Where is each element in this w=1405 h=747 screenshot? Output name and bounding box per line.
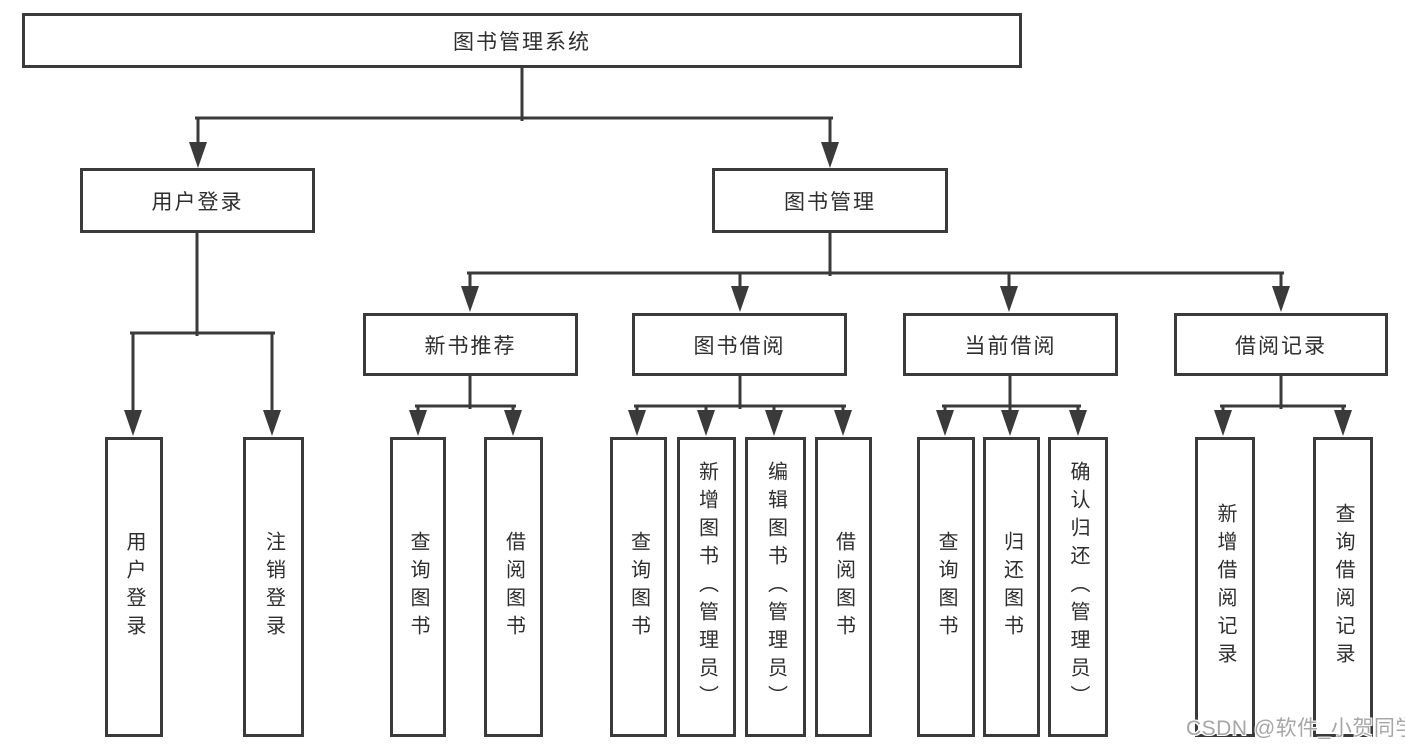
leaf-query-books-current: 查询图书	[917, 437, 975, 737]
leaf-user-login: 用户登录	[105, 437, 163, 737]
node-borrowing-records: 借阅记录	[1174, 313, 1388, 376]
node-label: 确认归还（管理员）	[1067, 461, 1089, 713]
node-label: 查询借阅记录	[1332, 503, 1354, 671]
node-label: 归还图书	[1000, 531, 1023, 643]
node-label: 借阅图书	[832, 531, 855, 643]
node-current-borrowing: 当前借阅	[903, 313, 1118, 376]
leaf-borrow-books: 借阅图书	[815, 437, 872, 737]
node-label: 用户登录	[123, 531, 145, 643]
leaf-add-borrow-record: 新增借阅记录	[1195, 437, 1255, 737]
node-user-login: 用户登录	[80, 168, 315, 233]
node-label: 图书管理	[784, 190, 876, 214]
leaf-query-books-borrowing: 查询图书	[610, 437, 667, 737]
leaf-add-books-admin: 新增图书（管理员）	[677, 437, 736, 737]
node-label: 图书借阅	[693, 334, 786, 358]
node-book-management: 图书管理	[712, 168, 948, 233]
leaf-borrow-books-recommend: 借阅图书	[484, 437, 543, 737]
leaf-confirm-return-admin: 确认归还（管理员）	[1048, 437, 1108, 737]
node-label: 查询图书	[627, 531, 650, 643]
csdn-watermark: CSDN @软件_小贺同学	[1186, 717, 1405, 740]
leaf-query-books-recommend: 查询图书	[390, 437, 446, 737]
node-label: 注销登录	[262, 531, 285, 643]
node-book-borrowing: 图书借阅	[632, 313, 847, 376]
node-label: 借阅记录	[1235, 334, 1327, 358]
node-label: 借阅图书	[502, 531, 525, 643]
leaf-return-books: 归还图书	[983, 437, 1040, 737]
node-new-book-recommendation: 新书推荐	[363, 313, 578, 376]
node-label: 新增图书（管理员）	[695, 461, 718, 713]
node-label: 新增借阅记录	[1214, 503, 1236, 671]
leaf-query-borrow-record: 查询借阅记录	[1313, 437, 1373, 737]
leaf-edit-books-admin: 编辑图书（管理员）	[745, 437, 806, 737]
node-label: 编辑图书（管理员）	[764, 461, 787, 713]
node-label: 新书推荐	[424, 334, 517, 358]
leaf-logout: 注销登录	[243, 437, 304, 737]
node-label: 用户登录	[151, 190, 244, 214]
node-library-management-system: 图书管理系统	[22, 13, 1022, 68]
node-label: 查询图书	[407, 531, 429, 643]
node-label: 查询图书	[935, 531, 957, 643]
node-label: 当前借阅	[964, 334, 1057, 358]
node-label: 图书管理系统	[453, 30, 591, 54]
